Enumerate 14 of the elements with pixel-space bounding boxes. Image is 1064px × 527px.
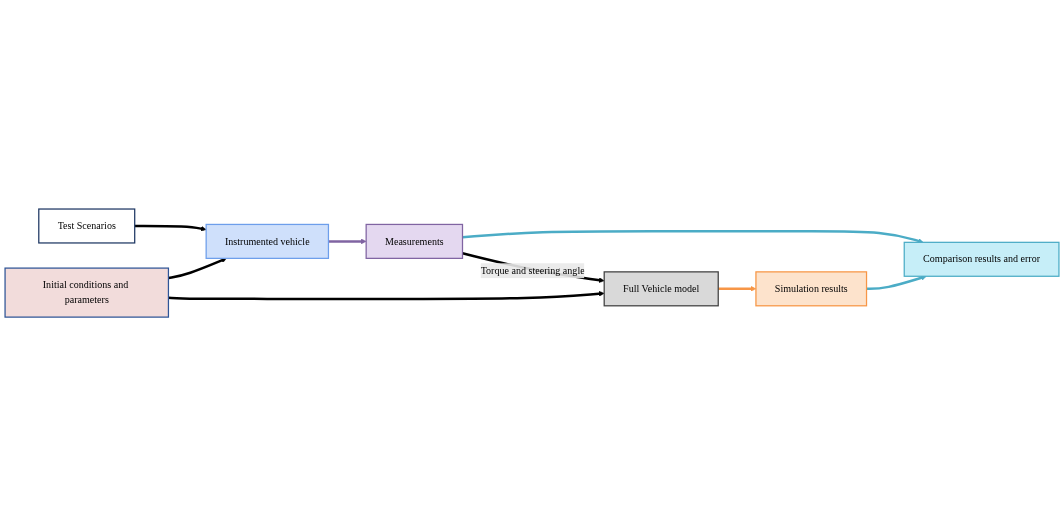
node-box: Full Vehicle model <box>603 271 719 307</box>
edge-label: Torque and steering angle <box>480 265 585 277</box>
node-box: Simulation results <box>755 271 868 307</box>
arrow <box>866 275 927 291</box>
arrow <box>328 239 367 245</box>
arrow <box>168 258 227 280</box>
node-box: Measurements <box>365 224 464 260</box>
arrow <box>462 230 924 244</box>
node-box: Initial conditions and parameters <box>4 267 170 319</box>
node-box: Instrumented vehicle <box>205 224 330 260</box>
arrow <box>134 225 207 232</box>
arrow <box>168 291 605 301</box>
node-box: Comparison results and error <box>903 242 1060 278</box>
node-box: Test Scenarios <box>38 208 136 244</box>
